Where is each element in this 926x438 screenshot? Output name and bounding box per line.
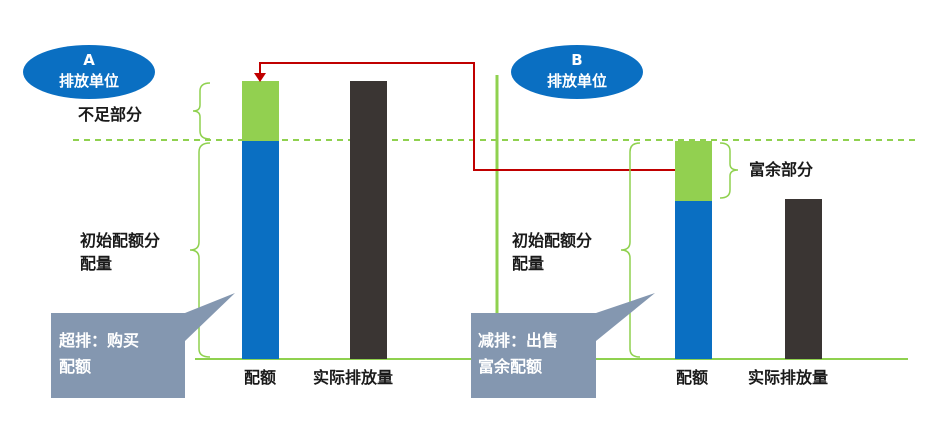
unit-b-quota-bar bbox=[675, 201, 712, 359]
unit-a-initial-label-line1: 初始配额分 bbox=[80, 231, 160, 250]
unit-b-callout-line1: 减排：出售 bbox=[478, 331, 558, 350]
unit-b-surplus-label: 富余部分 bbox=[749, 160, 813, 179]
unit-b-title-name: 排放单位 bbox=[547, 72, 607, 90]
transfer-arrow-line bbox=[259, 62, 675, 171]
unit-a-initial-label-line2: 配量 bbox=[80, 254, 112, 273]
unit-b-callout-box bbox=[471, 293, 655, 398]
unit-b-callout-line2: 富余配额 bbox=[478, 357, 542, 376]
unit-a-actual-bar bbox=[350, 81, 387, 359]
unit-a-shortfall-bar bbox=[242, 81, 279, 141]
unit-a-title-name: 排放单位 bbox=[59, 72, 119, 90]
unit-b-surplus-bar bbox=[675, 141, 712, 201]
unit-a-quota-label: 配额 bbox=[244, 368, 276, 387]
unit-b-title-letter: B bbox=[571, 51, 582, 69]
unit-b-title-ellipse bbox=[511, 45, 643, 99]
unit-a-shortfall-label: 不足部分 bbox=[78, 105, 142, 124]
unit-b-initial-brace bbox=[620, 142, 641, 358]
unit-a-initial-brace bbox=[189, 142, 211, 358]
unit-b-surplus-brace bbox=[719, 142, 739, 199]
unit-a-callout-box bbox=[51, 293, 235, 398]
unit-a-shortfall-brace bbox=[192, 82, 211, 140]
unit-a-callout-line2: 配额 bbox=[59, 357, 91, 376]
unit-a-actual-label: 实际排放量 bbox=[313, 368, 393, 387]
unit-b-initial-label-line1: 初始配额分 bbox=[512, 231, 592, 250]
transfer-arrow-head bbox=[254, 73, 266, 82]
unit-b-actual-bar bbox=[785, 199, 822, 359]
unit-b-initial-label-line2: 配量 bbox=[512, 254, 544, 273]
unit-a-title-ellipse bbox=[23, 45, 155, 99]
unit-a-quota-bar bbox=[242, 141, 279, 359]
unit-b-actual-label: 实际排放量 bbox=[748, 368, 828, 387]
unit-a-callout-line1: 超排：购买 bbox=[58, 331, 139, 350]
unit-b-quota-label: 配额 bbox=[676, 368, 708, 387]
unit-a-title-letter: A bbox=[83, 51, 95, 69]
